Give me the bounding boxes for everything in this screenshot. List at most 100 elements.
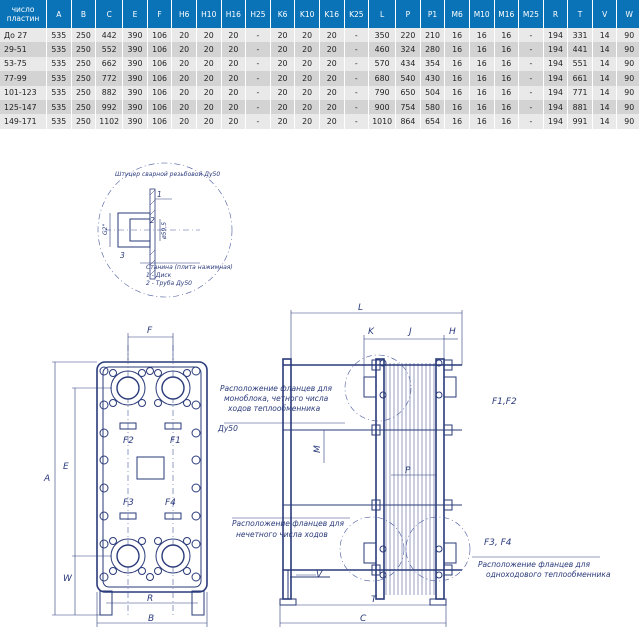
nut-icon [371, 424, 381, 436]
bolt-icon [379, 359, 387, 367]
table-cell: 20 [270, 85, 296, 100]
dim-k: K [368, 327, 375, 337]
table-cell: - [245, 56, 271, 72]
column-header: H10 [196, 0, 222, 28]
table-cell: 1010 [368, 114, 397, 129]
bolt-icon [109, 567, 117, 575]
table-cell: 20 [221, 56, 247, 72]
table-cell: 535 [46, 28, 72, 43]
nozzle-top-left [363, 376, 377, 398]
table-cell: 20 [294, 42, 320, 57]
column-header: T [567, 0, 593, 28]
table-cell: 434 [395, 56, 421, 72]
bolt-icon [183, 567, 191, 575]
bolt-icon [138, 399, 146, 407]
table-cell: 650 [395, 85, 421, 100]
bolt-icon [99, 428, 109, 438]
table-cell: 551 [567, 56, 593, 72]
dim-h: H [449, 327, 456, 337]
table-cell: 20 [319, 99, 345, 115]
bolt-icon [191, 572, 201, 582]
nut-icon [371, 499, 381, 511]
table-cell: 14 [592, 56, 618, 72]
table-cell: 14 [592, 42, 618, 57]
table-cell: 20 [319, 114, 345, 129]
bolt-icon [109, 399, 117, 407]
table-cell: 570 [368, 56, 397, 72]
table-cell: 991 [567, 114, 593, 129]
dim-t: T [371, 595, 378, 605]
table-cell: 882 [95, 85, 124, 100]
dim-c: C [360, 614, 367, 624]
table-cell: - [518, 56, 544, 72]
bolt-icon [99, 483, 109, 493]
table-cell: 20 [196, 99, 222, 115]
bolt-icon [99, 572, 109, 582]
table-cell: 354 [420, 56, 446, 72]
table-cell: 20 [171, 85, 197, 100]
bolt-icon [99, 455, 109, 465]
table-cell: 390 [122, 56, 148, 72]
bolt-icon [379, 545, 387, 553]
bolt-icon [146, 573, 154, 581]
table-cell: 106 [147, 56, 173, 72]
detail-dim-g: G2" [102, 224, 109, 235]
table-cell: 20 [319, 71, 345, 86]
port-label-f4: F4 [165, 498, 176, 508]
table-cell: 864 [395, 114, 421, 129]
column-header: K16 [319, 0, 345, 28]
bolt-icon [138, 567, 146, 575]
dim-r: R [147, 594, 153, 604]
svg-text:моноблока, четного числа: моноблока, четного числа [224, 394, 329, 403]
bolt-icon [154, 567, 162, 575]
bolt-icon [435, 545, 443, 553]
table-cell: 77-99 [0, 71, 47, 86]
table-cell: 20 [270, 71, 296, 86]
table-cell: - [245, 114, 271, 129]
side-view: L K J H M P V T C F1,F2 F3, F4 Расположе… [217, 303, 611, 627]
bolt-icon [154, 399, 162, 407]
table-cell: 881 [567, 99, 593, 115]
dim-j: J [407, 327, 412, 337]
table-cell: 390 [122, 71, 148, 86]
table-cell: 540 [395, 71, 421, 86]
table-cell: 460 [368, 42, 397, 57]
table-cell: - [518, 85, 544, 100]
column-header: P1 [420, 0, 446, 28]
table-cell: 20 [221, 28, 247, 43]
bolt-icon [191, 539, 201, 549]
bolt-icon [138, 369, 146, 377]
bolt-icon [191, 428, 201, 438]
table-cell: 16 [494, 28, 520, 43]
bolt-icon [191, 400, 201, 410]
table-cell: 14 [592, 28, 618, 43]
table-cell: 16 [444, 56, 470, 72]
detail-ring-bottom-right [405, 516, 471, 582]
table-cell: 390 [122, 99, 148, 115]
bolt-icon [435, 391, 443, 399]
table-cell: 20 [196, 56, 222, 72]
port-label-f2: F2 [123, 436, 134, 446]
bolt-icon [183, 369, 191, 377]
table-cell: 20 [294, 114, 320, 129]
table-cell: 250 [71, 99, 97, 115]
bolt-icon [191, 483, 201, 493]
column-header: K10 [294, 0, 320, 28]
column-header: V [592, 0, 618, 28]
plate-pack [385, 363, 435, 595]
technical-drawing: Штуцер сварной резьбовой Ду50 G2" ø59,5 … [43, 162, 611, 627]
table-cell: 20 [294, 99, 320, 115]
table-cell: 149-171 [0, 114, 47, 129]
table-cell: 106 [147, 28, 173, 43]
table-cell: 20 [319, 42, 345, 57]
table-cell: 900 [368, 99, 397, 115]
column-header: B [71, 0, 97, 28]
table-cell: 331 [567, 28, 593, 43]
table-cell: - [344, 71, 370, 86]
bolt-icon [109, 369, 117, 377]
table-cell: 90 [616, 71, 639, 86]
table-cell: 20 [221, 114, 247, 129]
table-cell: 250 [71, 28, 97, 43]
